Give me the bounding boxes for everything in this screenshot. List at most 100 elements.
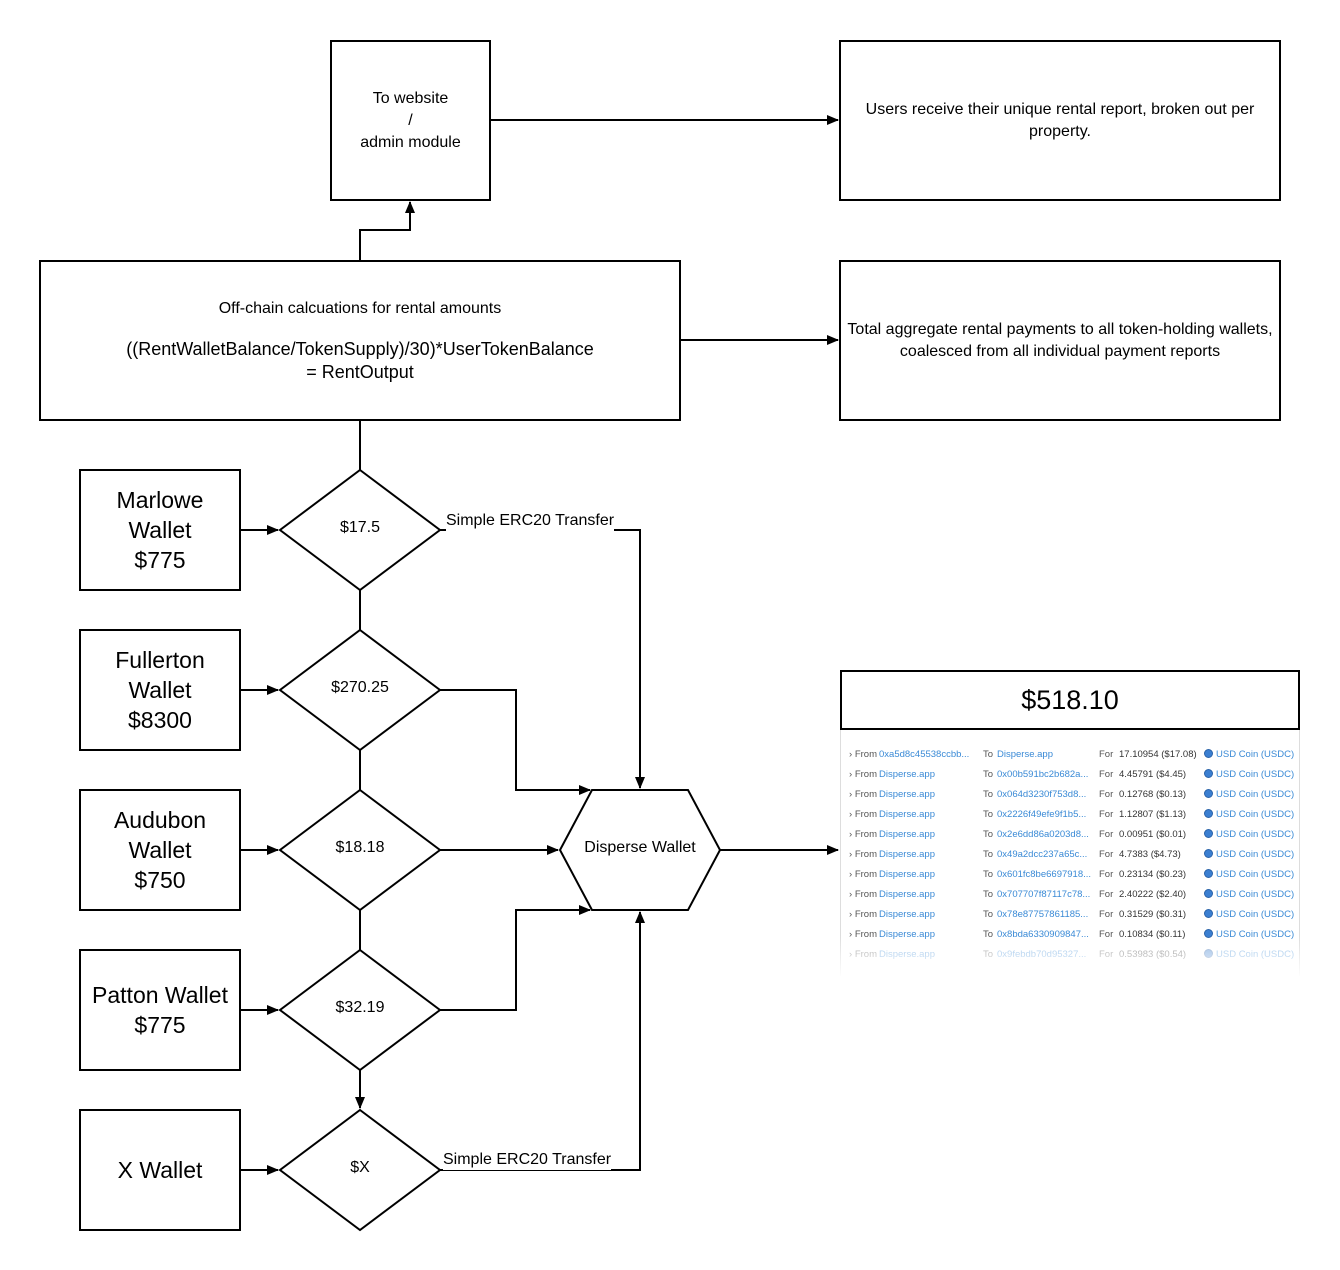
tx-amount: 4.45791 ($4.45) — [1119, 769, 1187, 780]
tx-from-label: › From — [849, 909, 877, 920]
aggregate-payments-box: Total aggregate rental payments to all t… — [839, 260, 1281, 421]
wallet-label: Marlowe Wallet $775 — [116, 487, 204, 573]
tx-to-value[interactable]: 0x064d3230f753d8... — [997, 789, 1087, 800]
tx-coin[interactable]: USD Coin (USDC) — [1204, 765, 1294, 785]
tx-to-value[interactable]: 0x2226f49efe9f1b5... — [997, 809, 1087, 820]
tx-coin[interactable]: USD Coin (USDC) — [1204, 825, 1294, 845]
tx-from-value[interactable]: Disperse.app — [879, 889, 935, 900]
tx-from-label-text: From — [854, 909, 877, 920]
tx-to-label: To — [983, 769, 994, 780]
tx-coin-text[interactable]: USD Coin (USDC) — [1216, 889, 1295, 900]
tx-amount: 0.12768 ($0.13) — [1119, 789, 1187, 800]
tx-from-label: › From — [849, 749, 877, 760]
tx-from-value[interactable]: Disperse.app — [879, 849, 935, 860]
wallet-box-patton: Patton Wallet $775 — [79, 949, 241, 1071]
edge-diamond-2-to-disperse — [440, 689, 591, 795]
tx-from-value[interactable]: Disperse.app — [879, 929, 935, 940]
amount-diamond-4 — [278, 948, 442, 1072]
tx-coin[interactable]: USD Coin (USDC) — [1204, 845, 1294, 865]
diamond-amount-3: $18.18 — [335, 839, 385, 856]
tx-from-label-text: From — [854, 929, 877, 940]
tx-to-value[interactable]: 0x78e87757861185... — [997, 909, 1089, 920]
usdc-coin-icon — [1204, 769, 1213, 778]
tx-coin-text[interactable]: USD Coin (USDC) — [1216, 809, 1295, 820]
tx-to-label: To — [983, 809, 994, 820]
tx-for-label: For — [1099, 749, 1114, 760]
usdc-coin-icon — [1204, 809, 1213, 818]
usdc-coin-icon — [1204, 829, 1213, 838]
tx-to-value[interactable]: 0x8bda6330909847... — [997, 929, 1089, 940]
tx-for-label: For — [1099, 809, 1114, 820]
usdc-coin-icon — [1204, 869, 1213, 878]
usdc-coin-icon — [1204, 849, 1213, 858]
tx-to-label: To — [983, 889, 994, 900]
wallet-box-audubon: Audubon Wallet $750 — [79, 789, 241, 911]
tx-to-value[interactable]: 0x49a2dcc237a65c... — [997, 849, 1088, 860]
tx-from-value[interactable]: 0xa5d8c45538ccbb... — [879, 749, 970, 760]
tx-amount: 0.31529 ($0.31) — [1119, 909, 1187, 920]
tx-from-label-text: From — [854, 789, 877, 800]
tx-from-label: › From — [849, 869, 877, 880]
users-report-text: Users receive their unique rental report… — [865, 100, 1255, 140]
tx-coin-text[interactable]: USD Coin (USDC) — [1216, 769, 1295, 780]
tx-amount: 0.10834 ($0.11) — [1119, 929, 1186, 940]
diamond-amount-4: $32.19 — [335, 999, 385, 1016]
tx-to-label: To — [983, 789, 994, 800]
tx-for-label: For — [1099, 889, 1114, 900]
tx-for-label: For — [1099, 789, 1114, 800]
wallet-label: X Wallet — [117, 1157, 203, 1183]
tx-coin[interactable]: USD Coin (USDC) — [1204, 885, 1294, 905]
tx-coin-text[interactable]: USD Coin (USDC) — [1216, 749, 1295, 760]
amount-diamond-3 — [278, 788, 442, 912]
tx-from-label-text: From — [854, 809, 877, 820]
tx-from-value[interactable]: Disperse.app — [879, 829, 935, 840]
tx-coin[interactable]: USD Coin (USDC) — [1204, 785, 1294, 805]
tx-coin-text[interactable]: USD Coin (USDC) — [1216, 849, 1295, 860]
tx-to-value[interactable]: 0x707707f87117c78... — [997, 889, 1091, 900]
tx-to-value[interactable]: 0x601fc8be6697918... — [997, 869, 1092, 880]
tx-for-label: For — [1099, 929, 1114, 940]
tx-amount: 4.7383 ($4.73) — [1119, 849, 1181, 860]
tx-from-value[interactable]: Disperse.app — [879, 909, 935, 920]
tx-coin-text[interactable]: USD Coin (USDC) — [1216, 789, 1295, 800]
diamond-amount-2: $270.25 — [331, 679, 389, 696]
tx-from-value[interactable]: Disperse.app — [879, 869, 935, 880]
tx-coin-text[interactable]: USD Coin (USDC) — [1216, 869, 1295, 880]
website-admin-box: To website / admin module — [330, 40, 491, 201]
tx-amount: 2.40222 ($2.40) — [1119, 889, 1187, 900]
amount-diamond-1 — [278, 468, 442, 592]
tx-coin[interactable]: USD Coin (USDC) — [1204, 745, 1294, 765]
tx-coin-text[interactable]: USD Coin (USDC) — [1216, 909, 1295, 920]
tx-for-label: For — [1099, 869, 1114, 880]
tx-from-label-text: From — [854, 749, 877, 760]
edge-offchain-to-website — [359, 201, 415, 260]
edge-diamond-1-to-disperse — [440, 529, 645, 789]
usdc-coin-icon — [1204, 749, 1213, 758]
tx-to-value[interactable]: 0x2e6dd86a0203d8... — [997, 829, 1089, 840]
aggregate-payments-text: Total aggregate rental payments to all t… — [847, 320, 1273, 360]
tx-from-label: › From — [849, 849, 877, 860]
tx-from-label: › From — [849, 809, 877, 820]
tx-from-value[interactable]: Disperse.app — [879, 809, 935, 820]
tx-from-value[interactable]: Disperse.app — [879, 789, 935, 800]
wallet-box-marlowe: Marlowe Wallet $775 — [79, 469, 241, 591]
tx-coin[interactable]: USD Coin (USDC) — [1204, 905, 1294, 925]
tx-from-value[interactable]: Disperse.app — [879, 769, 935, 780]
tx-to-value[interactable]: 0x00b591bc2b682a... — [997, 769, 1089, 780]
tx-from-label-text: From — [854, 769, 877, 780]
wallet-box-fullerton: Fullerton Wallet $8300 — [79, 629, 241, 751]
amount-diamond-2 — [278, 628, 442, 752]
tx-from-label: › From — [849, 889, 877, 900]
tx-coin-text[interactable]: USD Coin (USDC) — [1216, 929, 1295, 940]
tx-coin[interactable]: USD Coin (USDC) — [1204, 805, 1294, 825]
website-admin-text: To website / admin module — [360, 89, 461, 151]
tx-amount: 0.23134 ($0.23) — [1119, 869, 1187, 880]
tx-coin[interactable]: USD Coin (USDC) — [1204, 865, 1294, 885]
usdc-coin-icon — [1204, 889, 1213, 898]
offchain-calc-box: Off-chain calcuations for rental amounts… — [39, 260, 681, 421]
tx-to-value[interactable]: Disperse.app — [997, 749, 1053, 760]
edge-diamond-4-to-disperse — [440, 905, 591, 1011]
amount-diamond-5 — [278, 1108, 442, 1232]
tx-coin-text[interactable]: USD Coin (USDC) — [1216, 829, 1295, 840]
